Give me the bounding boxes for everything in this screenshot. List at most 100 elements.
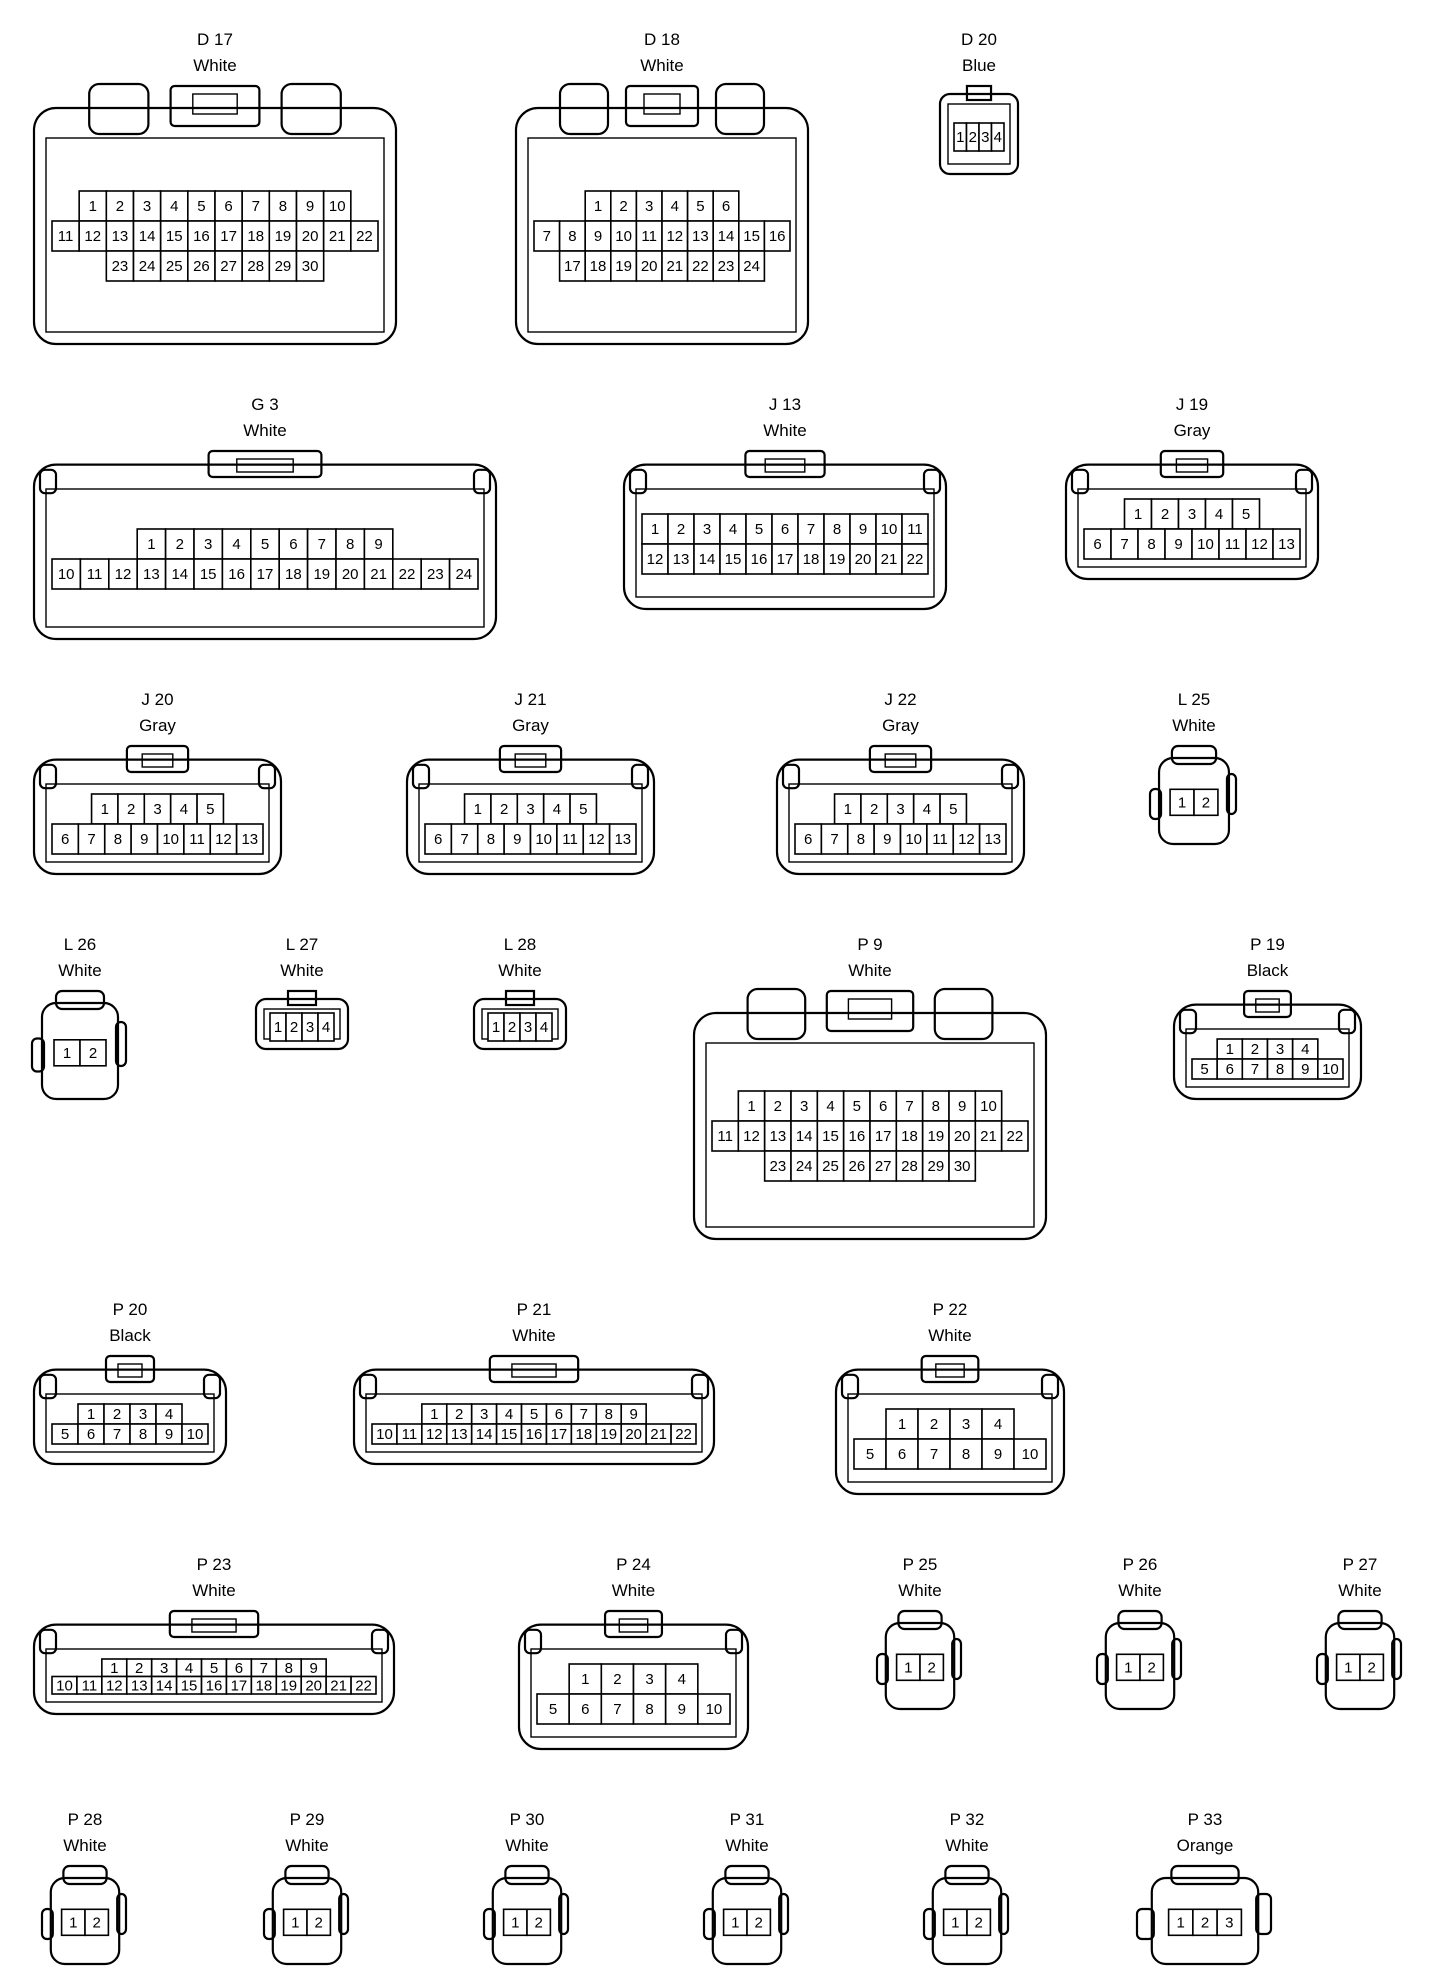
latch	[944, 1864, 990, 1886]
pin-cavity: 2	[164, 528, 195, 560]
latch	[624, 84, 700, 128]
pin-cavity: 20	[635, 250, 663, 282]
pin-number: 4	[923, 801, 931, 818]
pin-number: 15	[743, 228, 760, 245]
latch-window	[618, 1618, 649, 1633]
pin-cavity: 21	[322, 220, 352, 252]
pin-number: 17	[231, 1677, 248, 1694]
pin-number: 8	[645, 1701, 653, 1718]
pin-number: 1	[594, 198, 602, 215]
pin-number: 1	[511, 1914, 519, 1931]
pin-number: 1	[474, 801, 482, 818]
pin-cavity: 1	[833, 793, 862, 825]
pin-cavity: 2	[79, 1038, 107, 1067]
pin-number: 3	[160, 1660, 168, 1677]
pin-number: 5	[853, 1098, 861, 1115]
pin-number: 19	[829, 551, 846, 568]
pin-number: 7	[1251, 1061, 1259, 1078]
pin-cavity: 9	[1291, 1058, 1319, 1080]
side-tab	[998, 1892, 1010, 1936]
pin-number: 3	[896, 801, 904, 818]
pin-cavity: 5	[51, 1423, 79, 1445]
pin-cavity: 30	[295, 250, 325, 282]
inner-frame	[847, 1393, 1053, 1483]
pin-cavity: 3	[519, 1012, 537, 1042]
pin-number: 5	[210, 1660, 218, 1677]
latch	[62, 1864, 108, 1886]
pin-cavity: 2	[105, 190, 135, 222]
pin-number: 4	[1301, 1041, 1309, 1058]
pin-number: 19	[615, 258, 632, 275]
latch	[1159, 449, 1225, 479]
pin-cavity: 3	[132, 190, 162, 222]
pin-cavity: 19	[921, 1120, 950, 1152]
pin-cavity: 9	[664, 1693, 699, 1725]
pin-cavity: 27	[869, 1150, 898, 1182]
pin-cavity: 11	[183, 823, 212, 855]
pin-cavity: 18	[250, 1675, 278, 1695]
pin-cavity: 1	[77, 1403, 105, 1425]
latch-window	[141, 753, 174, 768]
pin-number: 4	[826, 1098, 834, 1115]
connector-code: P 27	[1342, 1555, 1378, 1574]
latch	[1337, 1609, 1383, 1631]
pin-cavity: 17	[771, 543, 799, 575]
pin-cavity: 23	[105, 250, 135, 282]
connector-color: White	[192, 1581, 236, 1600]
pin-cavity: 13	[125, 1675, 153, 1695]
pin-number: 24	[455, 566, 472, 583]
connector-code: P 30	[509, 1810, 545, 1829]
pin-number: 4	[671, 198, 679, 215]
pin-cavity: 11	[396, 1423, 423, 1445]
pin-number: 2	[113, 1406, 121, 1423]
pin-number: 4	[553, 801, 561, 818]
ear	[922, 468, 942, 495]
pin-number: 5	[206, 801, 214, 818]
connector-color: White	[611, 1581, 656, 1600]
inner-frame	[1077, 488, 1307, 568]
pin-cavity: 21	[661, 250, 689, 282]
connector-code: L 26	[63, 935, 97, 954]
side-tab	[338, 1892, 350, 1936]
connector-code: J 21	[514, 690, 547, 709]
pin-cavity: 5	[520, 1403, 548, 1425]
pin-number: 16	[848, 1128, 865, 1145]
housing-outline	[938, 92, 1020, 176]
pin-cavity: 5	[187, 190, 216, 222]
pin-number: 1	[651, 521, 659, 538]
pin-number: 2	[535, 1914, 543, 1931]
pin-number: 2	[1251, 1041, 1259, 1058]
pin-number: 13	[131, 1677, 148, 1694]
pin-cavity: 2	[610, 190, 638, 222]
pin-number: 2	[176, 536, 184, 553]
pin-cavity: 29	[921, 1150, 950, 1182]
pin-cavity: 5	[745, 513, 773, 545]
pin-cavity: 14	[693, 543, 721, 575]
pin-cavity: 5	[842, 1090, 871, 1122]
pin-number: 9	[630, 1406, 638, 1423]
pin-cavity: 8	[476, 823, 505, 855]
pin-number: 13	[451, 1426, 468, 1443]
latch	[724, 1864, 770, 1886]
housing-outline	[32, 1623, 396, 1716]
ear	[358, 1373, 378, 1400]
pin-number: 2	[508, 1019, 516, 1036]
pin-number: 14	[476, 1426, 493, 1443]
pin-cavity: 11	[1218, 528, 1247, 560]
connector-color: Gray	[512, 716, 549, 735]
pin-cavity: 2	[125, 1658, 153, 1678]
pin-number: 17	[551, 1426, 568, 1443]
connector-color: White	[848, 961, 892, 980]
pin-number: 21	[666, 258, 683, 275]
pin-cavity: 8	[103, 823, 132, 855]
pin-cavity: 9	[155, 1423, 183, 1445]
pin-cavity: 19	[595, 1423, 623, 1445]
pin-cavity: 18	[278, 558, 309, 590]
